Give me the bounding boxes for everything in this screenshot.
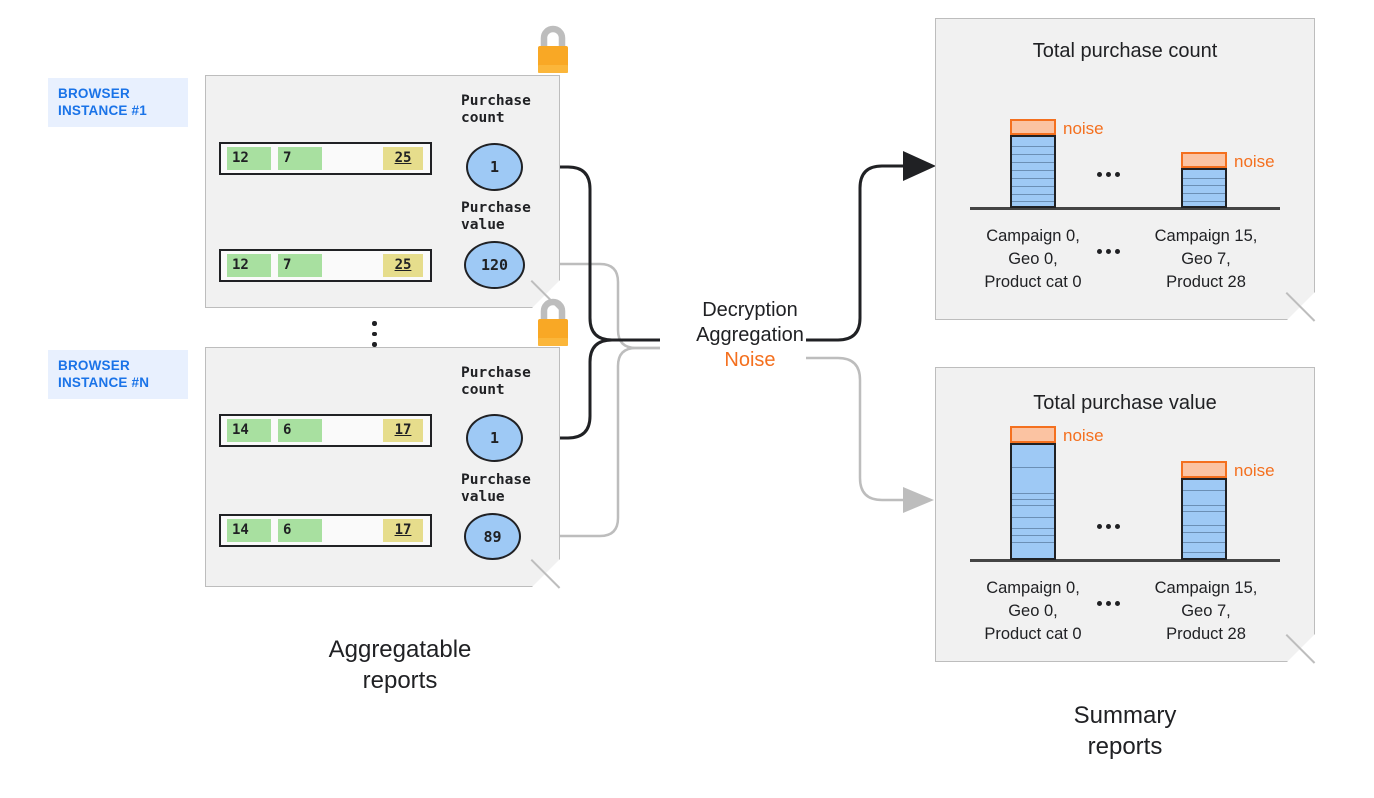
chart-title-total-purchase-value: Total purchase value bbox=[1033, 392, 1217, 414]
bar-campaign-15 bbox=[1181, 168, 1227, 208]
decryption-line: Decryption bbox=[702, 299, 798, 321]
report-key-cell: 12 bbox=[227, 147, 271, 170]
report-value-cell: 17 bbox=[383, 519, 423, 542]
category-label-campaign-15: Campaign 15, Geo 7, Product 28 bbox=[1154, 579, 1258, 643]
noise-label-bar-2: noise bbox=[1234, 152, 1275, 171]
categories-ellipsis bbox=[1097, 601, 1120, 606]
categories-ellipsis bbox=[1097, 249, 1120, 254]
bars-ellipsis bbox=[1097, 172, 1120, 177]
metric-bubble-purchase-value: 120 bbox=[464, 241, 525, 289]
aggregatable-reports-caption: Aggregatable reports bbox=[328, 636, 472, 694]
noise-cap-bar-1 bbox=[1010, 426, 1056, 443]
metric-label-purchase-count: Purchase count bbox=[461, 365, 531, 398]
noise-label-bar-1: noise bbox=[1063, 426, 1104, 445]
bar-campaign-15 bbox=[1181, 478, 1227, 560]
report-value-cell: 17 bbox=[383, 419, 423, 442]
summary-reports-caption: Summary reports bbox=[1073, 702, 1177, 760]
aggregatable-report-row: 12 7 25 bbox=[219, 249, 432, 282]
metric-bubble-purchase-count: 1 bbox=[466, 414, 523, 462]
noise-label-bar-1: noise bbox=[1063, 119, 1104, 138]
report-key-cell: 6 bbox=[278, 419, 322, 442]
noise-cap-bar-1 bbox=[1010, 119, 1056, 135]
summary-report-panel-value bbox=[935, 367, 1316, 664]
noise-cap-bar-2 bbox=[1181, 461, 1227, 478]
browser-instance-chip-1: BROWSER INSTANCE #1 bbox=[48, 78, 188, 127]
bar-campaign-0 bbox=[1010, 443, 1056, 560]
metric-label-purchase-count: Purchase count bbox=[461, 93, 531, 126]
report-key-cell: 6 bbox=[278, 519, 322, 542]
aggregatable-report-row: 14 6 17 bbox=[219, 514, 432, 547]
padlock-icon bbox=[538, 25, 568, 73]
report-key-cell: 7 bbox=[278, 254, 322, 277]
bar-campaign-0 bbox=[1010, 135, 1056, 208]
aggregatable-report-row: 14 6 17 bbox=[219, 414, 432, 447]
arrowhead-value-report bbox=[903, 487, 934, 513]
category-label-campaign-15: Campaign 15, Geo 7, Product 28 bbox=[1154, 227, 1258, 291]
report-key-cell: 12 bbox=[227, 254, 271, 277]
report-value-cell: 25 bbox=[383, 147, 423, 170]
summary-report-panel-count bbox=[935, 18, 1316, 322]
report-value-cell: 25 bbox=[383, 254, 423, 277]
decryption-aggregation-noise-label: Decryption Aggregation Noise bbox=[620, 298, 880, 373]
metric-bubble-purchase-value: 89 bbox=[464, 513, 521, 560]
noise-line: Noise bbox=[724, 349, 776, 371]
category-label-campaign-0: Campaign 0, Geo 0, Product cat 0 bbox=[984, 579, 1082, 643]
browser-instance-chip-n: BROWSER INSTANCE #N bbox=[48, 350, 188, 399]
chart-title-total-purchase-count: Total purchase count bbox=[1032, 40, 1218, 62]
chart-baseline bbox=[970, 559, 1280, 562]
metric-bubble-purchase-count: 1 bbox=[466, 143, 523, 191]
metric-label-purchase-value: Purchase value bbox=[461, 200, 531, 233]
instances-ellipsis bbox=[372, 321, 377, 347]
wire-to-value-report bbox=[806, 356, 906, 502]
category-label-campaign-0: Campaign 0, Geo 0, Product cat 0 bbox=[984, 227, 1082, 291]
bars-ellipsis bbox=[1097, 524, 1120, 529]
report-key-cell: 14 bbox=[227, 519, 271, 542]
report-key-cell: 14 bbox=[227, 419, 271, 442]
chart-baseline bbox=[970, 207, 1280, 210]
noise-label-bar-2: noise bbox=[1234, 461, 1275, 480]
metric-label-purchase-value: Purchase value bbox=[461, 472, 531, 505]
aggregatable-report-row: 12 7 25 bbox=[219, 142, 432, 175]
aggregation-line: Aggregation bbox=[696, 324, 804, 346]
report-key-cell: 7 bbox=[278, 147, 322, 170]
noise-cap-bar-2 bbox=[1181, 152, 1227, 168]
padlock-icon bbox=[538, 298, 568, 346]
arrowhead-count-report bbox=[903, 151, 936, 181]
